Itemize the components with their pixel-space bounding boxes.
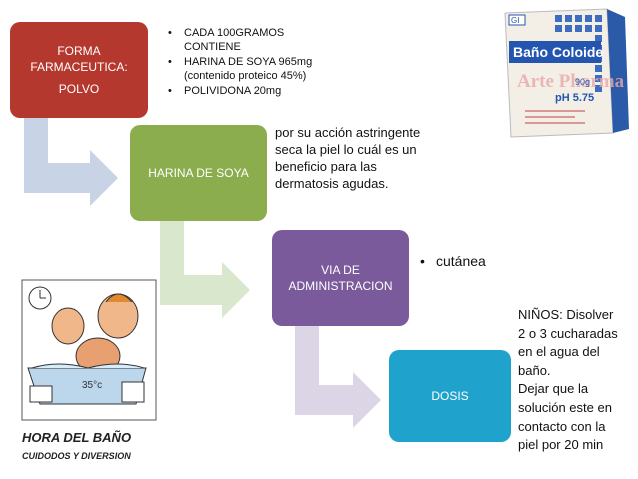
cartoon-illustration: 35°c HORA DEL BAÑO CUIDODOS Y DIVERSION: [21, 279, 157, 461]
via-item: cutánea: [420, 252, 540, 270]
step-dosis: DOSIS: [389, 350, 511, 442]
product-weight: 90g: [575, 77, 590, 87]
cartoon-temp: 35°c: [82, 380, 102, 391]
connector-arrow-1-shape: [24, 118, 118, 206]
product-ph: pH 5.75: [555, 92, 594, 104]
product-logo: GI: [511, 16, 519, 25]
step-forma-farmaceutica: FORMA FARMACEUTICA: POLVO: [10, 22, 148, 118]
cartoon-caption-1: HORA DEL BAÑO: [22, 430, 131, 445]
step-soya-title: HARINA DE SOYA: [148, 166, 249, 180]
connector-arrow-3-shape: [295, 325, 381, 428]
bath-cartoon-image: 35°c HORA DEL BAÑO CUIDODOS Y DIVERSION: [18, 276, 158, 466]
product-package-image: Baño Coloide GI Arte Pharma 90g pH 5.75: [495, 5, 630, 140]
composition-item: HARINA DE SOYA 965mg (contenido proteico…: [168, 55, 368, 83]
cartoon-caption-2: CUIDODOS Y DIVERSION: [22, 451, 131, 461]
step-via-administracion: VIA DE ADMINISTRACION: [272, 230, 409, 326]
step-dosis-title: DOSIS: [431, 389, 469, 403]
step-via-title-1: VIA DE: [321, 263, 360, 277]
soya-note: por su acción astringente seca la piel l…: [275, 125, 421, 191]
product-watermark: Arte Pharma: [517, 71, 625, 92]
step-via-title-2: ADMINISTRACION: [288, 279, 393, 293]
via-list: cutánea: [420, 252, 540, 270]
product-brand: Baño Coloide: [513, 44, 603, 60]
composition-list: CADA 100GRAMOS CONTIENE HARINA DE SOYA 9…: [168, 26, 368, 98]
connector-arrow-2-shape: [160, 220, 250, 318]
step-harina-de-soya: HARINA DE SOYA: [130, 125, 267, 221]
product-box-illustration: Baño Coloide GI Arte Pharma 90g pH 5.75: [504, 8, 629, 138]
step-forma-title-1: FORMA: [57, 44, 101, 58]
dose-note: NIÑOS: Disolver 2 o 3 cucharadas en el a…: [518, 307, 618, 453]
composition-item: POLIVIDONA 20mg: [168, 84, 368, 98]
step-forma-sub: POLVO: [58, 82, 100, 96]
composition-item: CADA 100GRAMOS CONTIENE: [168, 26, 368, 54]
step-forma-title-2: FARMACEUTICA:: [30, 60, 128, 74]
